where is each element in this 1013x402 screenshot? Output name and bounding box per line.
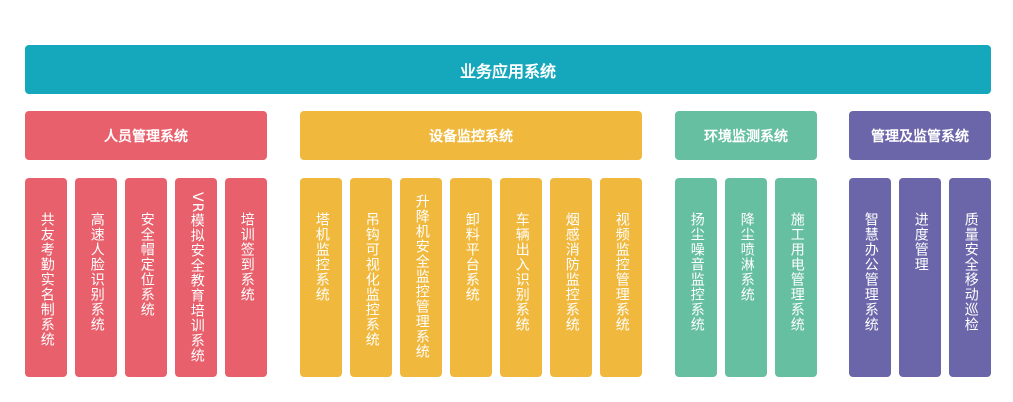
system-column: 进度管理: [899, 178, 941, 377]
system-column: 视频监控管理系统: [600, 178, 642, 377]
system-column: 吊钩可视化监控系统: [350, 178, 392, 377]
management-supervision-header: 管理及监管系统: [849, 111, 991, 160]
system-label: 卸料平台系统: [463, 212, 480, 302]
system-column: 高速人脸识别系统: [75, 178, 117, 377]
system-label: 扬尘噪音监控系统: [688, 212, 705, 332]
system-label: 车辆出入识别系统: [513, 212, 530, 332]
system-column: 烟感消防监控系统: [550, 178, 592, 377]
system-label: VR模拟安全教育培训系统: [188, 192, 205, 364]
equipment-monitoring-header: 设备监控系统: [300, 111, 642, 160]
system-label: 塔机监控系统: [313, 212, 330, 302]
system-label: 升降机安全监控管理系统: [413, 194, 430, 359]
group-title: 环境监测系统: [704, 128, 788, 145]
system-column: 培训签到系统: [225, 178, 267, 377]
environment-monitoring-header: 环境监测系统: [675, 111, 817, 160]
group-title: 管理及监管系统: [871, 128, 969, 145]
system-column: 安全帽定位系统: [125, 178, 167, 377]
system-column: 施工用电管理系统: [775, 178, 817, 377]
system-column: 智慧办公管理系统: [849, 178, 891, 377]
group-title: 人员管理系统: [104, 128, 188, 145]
system-label: 视频监控管理系统: [613, 212, 630, 332]
system-column: 共友考勤实名制系统: [25, 178, 67, 377]
group-title: 设备监控系统: [429, 128, 513, 145]
system-label: 培训签到系统: [238, 212, 255, 302]
system-label: 高速人脸识别系统: [88, 212, 105, 332]
system-column: 质量安全移动巡检: [949, 178, 991, 377]
system-label: 共友考勤实名制系统: [38, 212, 55, 347]
system-column: 塔机监控系统: [300, 178, 342, 377]
system-label: 进度管理: [912, 212, 929, 272]
system-column: 升降机安全监控管理系统: [400, 178, 442, 377]
business-application-system-banner: 业务应用系统: [25, 45, 991, 94]
system-label: 质量安全移动巡检: [962, 212, 979, 332]
system-column: VR模拟安全教育培训系统: [175, 178, 217, 377]
banner-title: 业务应用系统: [459, 61, 556, 81]
system-column: 降尘喷淋系统: [725, 178, 767, 377]
system-column: 车辆出入识别系统: [500, 178, 542, 377]
system-label: 智慧办公管理系统: [862, 212, 879, 332]
system-label: 施工用电管理系统: [788, 212, 805, 332]
system-column: 扬尘噪音监控系统: [675, 178, 717, 377]
system-label: 烟感消防监控系统: [563, 212, 580, 332]
system-column: 卸料平台系统: [450, 178, 492, 377]
system-label: 安全帽定位系统: [138, 212, 155, 317]
system-label: 吊钩可视化监控系统: [363, 212, 380, 347]
personnel-management-header: 人员管理系统: [25, 111, 267, 160]
system-label: 降尘喷淋系统: [738, 212, 755, 302]
